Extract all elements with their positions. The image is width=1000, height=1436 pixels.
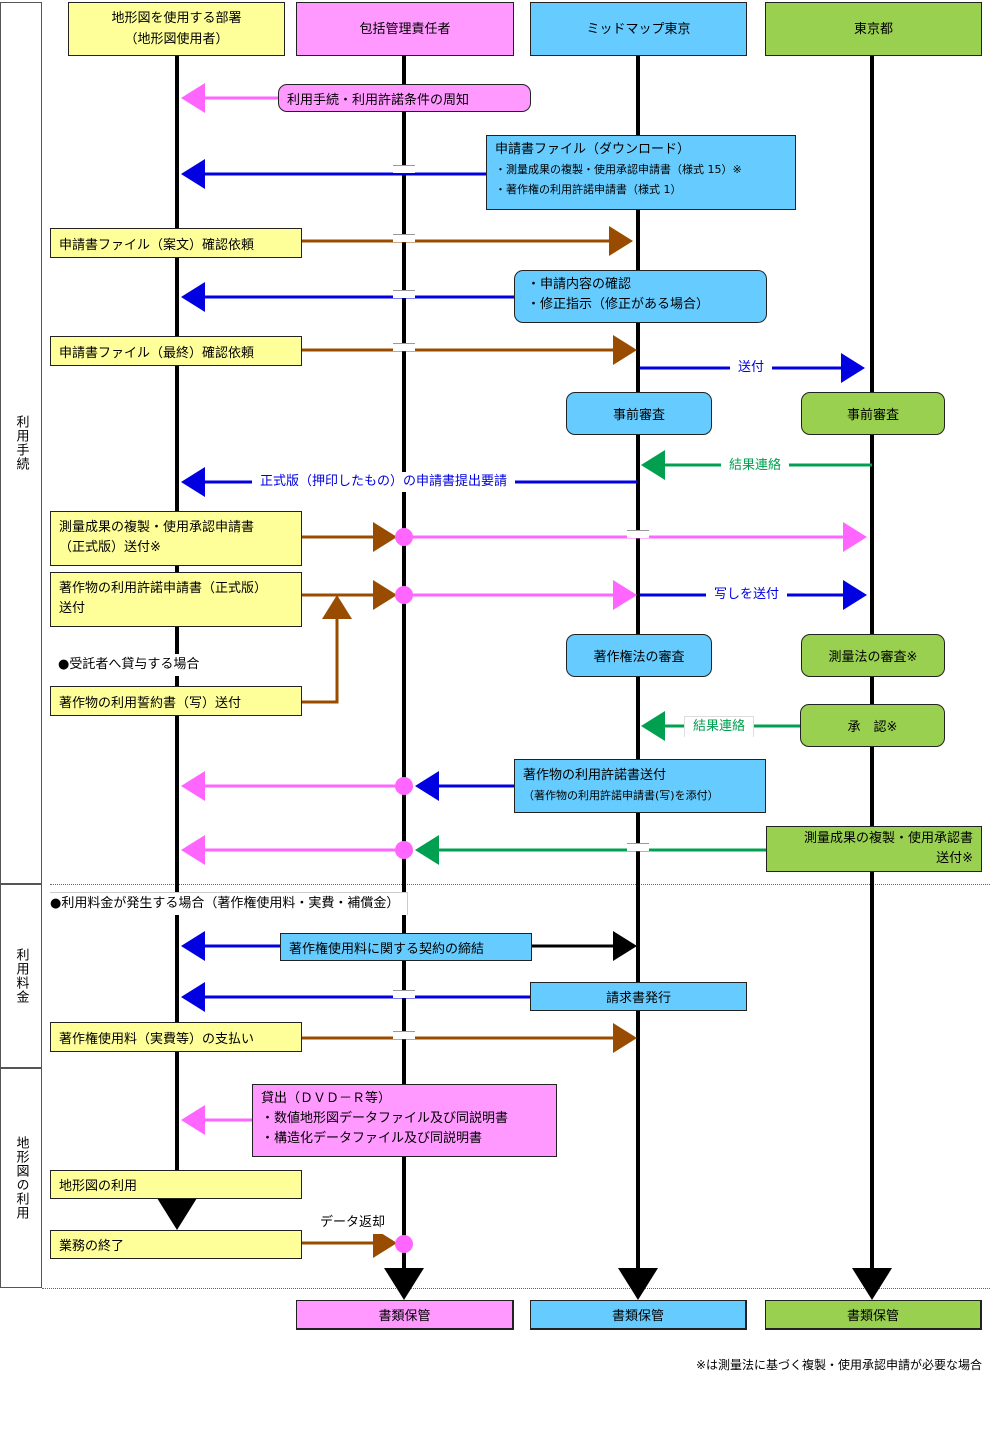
license-send-line2: （著作物の利用許諾申請書(写)を添付）	[523, 789, 719, 802]
pre-review-tokyo-text: 事前審査	[846, 408, 899, 423]
node-dot	[395, 1235, 413, 1253]
node-dot	[395, 777, 413, 795]
storage-manager-text: 書類保管	[378, 1309, 431, 1324]
crossing-gap	[393, 1031, 415, 1039]
header-dept-line2: （地形図使用者）	[124, 32, 229, 47]
phase-separator	[50, 884, 990, 885]
crossing-gap	[627, 530, 649, 538]
crossing-gap	[627, 843, 649, 851]
lend-item-2: ・構造化データファイル及び同説明書	[261, 1131, 483, 1146]
box-check: ・申請内容の確認 ・修正指示（修正がある場合）	[514, 270, 767, 323]
copyright-review-text: 著作権法の審査	[593, 650, 685, 665]
label-data-return: データ返却	[316, 1212, 394, 1234]
pre-review-midmap-text: 事前審査	[612, 408, 665, 423]
storage-tokyo-text: 書類保管	[846, 1309, 899, 1324]
lifeline-manager	[402, 56, 406, 1288]
box-license-send: 著作物の利用許諾書送付 （著作物の利用許諾申請書(写)を添付）	[514, 759, 766, 813]
crossing-gap	[393, 290, 415, 298]
arrow-pledge	[302, 595, 352, 704]
survey-app-line1: 測量成果の複製・使用承認申請書	[59, 520, 255, 535]
box-payment: 著作権使用料（実費等）の支払い	[50, 1022, 302, 1052]
approval-send-line1: 測量成果の複製・使用承認書	[803, 831, 973, 846]
download-title: 申請書ファイル（ダウンロード）	[495, 142, 691, 157]
box-approval: 承 認※	[800, 704, 945, 747]
check-item-2: ・修正指示（修正がある場合）	[527, 297, 710, 312]
label-fee-case: ●利用料金が発生する場合（著作権使用料・実費・補償金）	[50, 892, 409, 915]
node-dot	[395, 586, 413, 604]
box-download: 申請書ファイル（ダウンロード） ・測量成果の複製・使用承認申請書（様式 15）※…	[486, 135, 796, 210]
header-manager-label: 包括管理責任者	[359, 21, 451, 37]
label-official-request: 正式版（押印したもの）の申請書提出要請	[252, 472, 516, 492]
phase-fee: 利用料金	[0, 884, 42, 1068]
survey-review-text: 測量法の審査※	[828, 650, 918, 665]
box-map-use: 地形図の利用	[50, 1170, 302, 1199]
box-draft-request: 申請書ファイル（案文）確認依頼	[50, 228, 302, 258]
box-payment-text: 著作権使用料（実費等）の支払い	[59, 1031, 255, 1047]
box-pledge-text: 著作物の利用誓約書（写）送付	[59, 695, 242, 711]
box-notice: 利用手続・利用許諾条件の周知	[278, 84, 531, 112]
storage-midmap-text: 書類保管	[611, 1309, 664, 1324]
header-dept: 地形図を使用する部署 （地形図使用者）	[68, 2, 285, 56]
node-dot	[395, 528, 413, 546]
crossing-gap	[393, 165, 415, 173]
node-dot	[395, 841, 413, 859]
label-result-contact-2: 結果連絡	[684, 716, 755, 737]
box-contract: 著作権使用料に関する契約の締結	[280, 933, 532, 961]
label-send: 送付	[730, 358, 773, 378]
header-midmap-label: ミッドマップ東京	[586, 21, 691, 37]
crossing-gap	[393, 234, 415, 242]
box-pledge: 著作物の利用誓約書（写）送付	[50, 686, 302, 716]
crossing-gap	[393, 990, 415, 998]
label-send-copy: 写しを送付	[706, 585, 788, 605]
box-survey-review: 測量法の審査※	[801, 634, 945, 677]
survey-app-line2: （正式版）送付※	[59, 540, 161, 555]
storage-tokyo: 書類保管	[765, 1300, 982, 1330]
download-item-2: ・著作権の利用許諾申請書（様式 1）	[495, 183, 682, 196]
header-midmap: ミッドマップ東京	[530, 2, 747, 56]
box-pre-review-tokyo: 事前審査	[801, 392, 945, 435]
phase-label: 地形図の利用	[13, 1136, 29, 1220]
box-contract-text: 著作権使用料に関する契約の締結	[289, 941, 485, 957]
box-work-end-text: 業務の終了	[59, 1239, 125, 1254]
lend-title: 貸出（ＤＶＤ－Ｒ等）	[261, 1091, 392, 1106]
header-tokyo: 東京都	[765, 2, 982, 56]
phase-label: 利用手続	[13, 415, 29, 471]
label-result-contact-1: 結果連絡	[721, 456, 790, 476]
header-tokyo-label: 東京都	[853, 21, 893, 37]
copyright-app-line2: 送付	[59, 601, 86, 616]
phase-label: 利用料金	[13, 948, 29, 1004]
footnote: ※は測量法に基づく複製・使用承認申請が必要な場合	[695, 1358, 982, 1372]
box-notice-text: 利用手続・利用許諾条件の周知	[287, 92, 470, 108]
box-pre-review-midmap: 事前審査	[566, 392, 712, 435]
license-send-line1: 著作物の利用許諾書送付	[523, 768, 667, 783]
box-survey-app: 測量成果の複製・使用承認申請書 （正式版）送付※	[50, 511, 302, 566]
box-copyright-app: 著作物の利用許諾申請書（正式版） 送付	[50, 572, 302, 627]
box-final-request-text: 申請書ファイル（最終）確認依頼	[59, 345, 255, 361]
box-approval-send: 測量成果の複製・使用承認書 送付※	[766, 826, 982, 872]
crossing-gap	[393, 343, 415, 351]
phase-separator	[42, 1288, 990, 1289]
check-item-1: ・申請内容の確認	[527, 277, 632, 292]
storage-manager: 書類保管	[296, 1300, 514, 1330]
header-manager: 包括管理責任者	[296, 2, 514, 56]
box-invoice: 請求書発行	[530, 982, 747, 1011]
storage-midmap: 書類保管	[530, 1300, 747, 1330]
phase-procedure: 利用手続	[0, 2, 42, 884]
box-draft-request-text: 申請書ファイル（案文）確認依頼	[59, 237, 255, 253]
download-item-1: ・測量成果の複製・使用承認申請書（様式 15）※	[495, 163, 742, 176]
copyright-app-line1: 著作物の利用許諾申請書（正式版）	[59, 581, 268, 596]
box-lend: 貸出（ＤＶＤ－Ｒ等） ・数値地形図データファイル及び同説明書 ・構造化データファ…	[252, 1084, 557, 1157]
box-final-request: 申請書ファイル（最終）確認依頼	[50, 336, 302, 366]
box-work-end: 業務の終了	[50, 1230, 302, 1259]
box-invoice-text: 請求書発行	[605, 991, 671, 1006]
box-copyright-review: 著作権法の審査	[566, 634, 712, 677]
approval-send-line2: 送付※	[936, 851, 973, 866]
header-dept-line1: 地形図を使用する部署	[111, 11, 242, 26]
lend-item-1: ・数値地形図データファイル及び同説明書	[261, 1111, 509, 1126]
phase-map-use: 地形図の利用	[0, 1068, 42, 1288]
box-map-use-text: 地形図の利用	[59, 1179, 138, 1194]
lifeline-dept	[175, 56, 179, 1216]
approval-text: 承 認※	[847, 720, 898, 735]
label-contractor-case: ●受託者へ貸与する場合	[50, 654, 208, 676]
